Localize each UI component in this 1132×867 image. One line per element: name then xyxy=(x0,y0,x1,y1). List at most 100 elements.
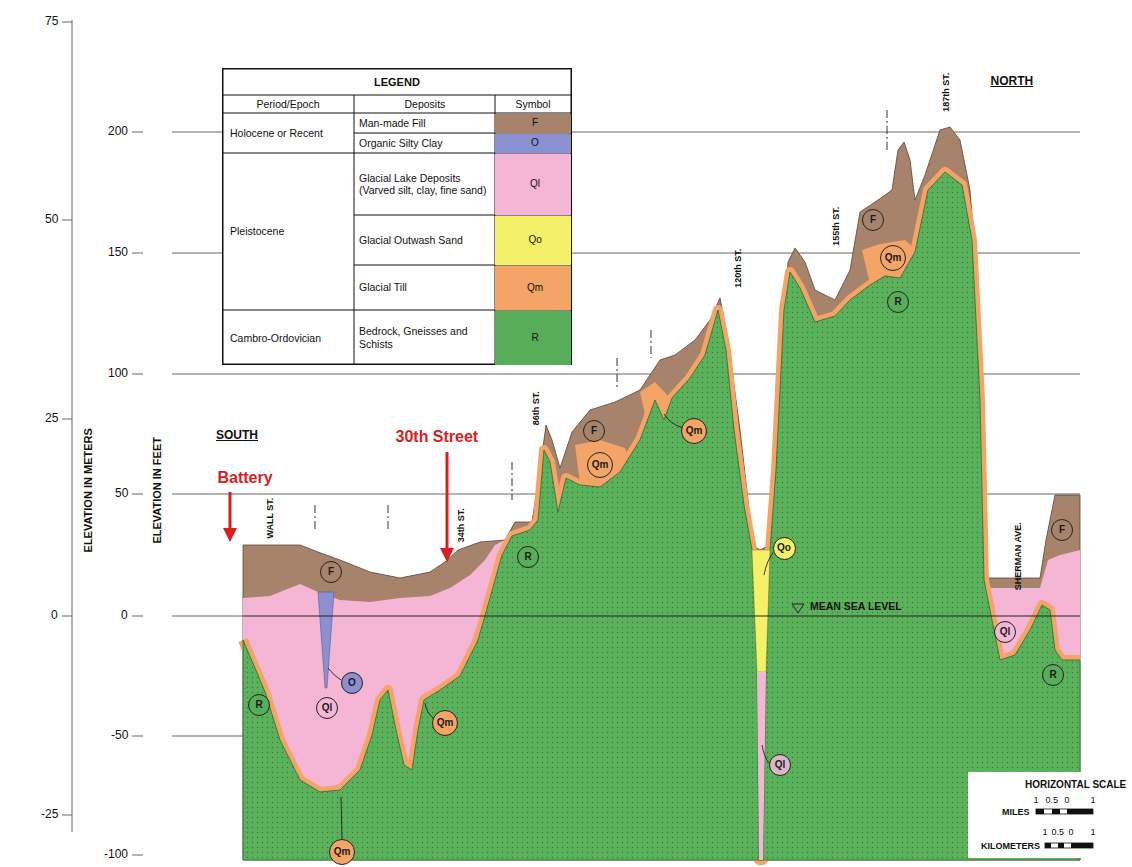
axis-tick-label: -25 xyxy=(41,808,58,822)
scale-number: 0 xyxy=(1069,827,1074,837)
axis-tick xyxy=(132,253,143,254)
column-heading: Symbol xyxy=(516,98,551,110)
period-name: Pleistocene xyxy=(230,225,284,237)
street-label: SHERMAN AVE. xyxy=(1013,522,1023,590)
callout-code: R xyxy=(1049,669,1056,681)
street-label: WALL ST. xyxy=(265,498,275,539)
leader-lines xyxy=(328,414,773,840)
callout-circle: R xyxy=(887,291,909,313)
arrow-shaft xyxy=(229,492,232,530)
leader-line xyxy=(764,553,773,575)
legend-text: Bedrock, Gneisses and Schists xyxy=(359,325,491,349)
axis-tick-label: 200 xyxy=(108,125,128,139)
callout-circle: Qm xyxy=(329,839,355,865)
axis-tick xyxy=(62,220,72,221)
sea-level-line xyxy=(243,616,1080,617)
callout-circle: R xyxy=(248,694,270,716)
axis-tick xyxy=(132,855,143,856)
scale-number: 1 xyxy=(1034,795,1039,805)
axis-tick xyxy=(62,616,72,617)
axis-tick xyxy=(132,616,143,617)
axis-tick-label: 75 xyxy=(45,15,58,29)
street-tick xyxy=(512,462,513,500)
scale-number: 1 xyxy=(1043,827,1048,837)
column-heading: Period/Epoch xyxy=(257,98,320,110)
axis-tick-label: 0 xyxy=(121,609,128,623)
callout-circle: Qm xyxy=(681,418,707,444)
location-label: 30th Street xyxy=(396,428,479,446)
axis-tick xyxy=(132,374,143,375)
axis-title: ELEVATION IN METERS xyxy=(82,428,95,552)
scale-bars xyxy=(968,772,1130,858)
axis-tick-label: -50 xyxy=(111,729,128,743)
street-label: 120th ST. xyxy=(733,249,743,288)
leader-line xyxy=(762,745,769,763)
legend-text: Organic Silty Clay xyxy=(359,137,491,149)
symbol-code: O xyxy=(531,137,539,149)
period-name: Cambro-Ordovician xyxy=(230,332,348,344)
organic-clay xyxy=(318,592,334,688)
axis-tick-label: 150 xyxy=(108,246,128,260)
callout-code: R xyxy=(255,699,262,711)
scale-number: 0.5 xyxy=(1046,795,1059,805)
symbol-code: Qm xyxy=(527,282,543,294)
callout-circle: F xyxy=(583,420,605,442)
leader-line xyxy=(341,797,342,840)
scale-segment xyxy=(1058,843,1064,848)
symbol-code: F xyxy=(532,117,538,129)
scale-unit: MILES xyxy=(1002,807,1030,817)
callout-code: F xyxy=(870,214,876,226)
axis-tick-label: 100 xyxy=(108,367,128,381)
callout-code: Qm xyxy=(334,846,351,858)
callout-code: Qm xyxy=(437,717,454,729)
callout-circle: F xyxy=(320,561,342,583)
callout-circle: Qm xyxy=(432,710,458,736)
symbol-code: Ql xyxy=(530,178,540,190)
table-rule xyxy=(354,95,355,365)
street-tick xyxy=(388,505,389,532)
callout-circle: Qm xyxy=(587,452,613,478)
callout-code: Ql xyxy=(322,702,333,714)
axis-tick xyxy=(132,736,143,737)
axis-tick xyxy=(132,494,143,495)
outwash-sand xyxy=(752,550,770,672)
axis-tick-label: 50 xyxy=(45,213,58,227)
scale-segment xyxy=(1036,809,1044,814)
scale-segment xyxy=(1052,809,1060,814)
axis-tick xyxy=(62,419,72,420)
street-tick xyxy=(887,110,888,150)
street-tick xyxy=(617,358,618,390)
scale-title: HORIZONTAL SCALE xyxy=(1025,779,1126,791)
callout-code: F xyxy=(328,566,334,578)
scale-number: 0 xyxy=(1065,795,1070,805)
callout-code: O xyxy=(348,677,356,689)
street-label: 34th ST. xyxy=(456,508,466,542)
direction-label: SOUTH xyxy=(216,429,258,443)
callout-circle: R xyxy=(1042,664,1064,686)
street-label: 86th ST. xyxy=(531,391,541,425)
callout-code: F xyxy=(1059,524,1065,536)
callout-code: Qm xyxy=(885,252,902,264)
street-tick xyxy=(651,330,652,358)
axis-tick-label: 50 xyxy=(115,487,128,501)
axis-tick-label: 25 xyxy=(45,412,58,426)
scale-segment xyxy=(1045,843,1051,848)
legend-text: Glacial Till xyxy=(359,281,491,293)
callout-code: Ql xyxy=(1000,626,1011,638)
location-label: Battery xyxy=(218,469,273,487)
callout-circle: R xyxy=(517,546,539,568)
legend-border xyxy=(223,69,572,365)
column-heading: Deposits xyxy=(405,98,446,110)
street-tick xyxy=(315,505,316,532)
scale-bar xyxy=(1045,843,1093,848)
legend-text: Glacial Lake Deposits (Varved silt, clay… xyxy=(359,172,491,196)
callout-code: Qm xyxy=(686,425,703,437)
symbol-code: R xyxy=(532,332,539,344)
callout-code: R xyxy=(894,296,901,308)
axis-tick-label: -100 xyxy=(104,848,128,862)
symbol-code: Qo xyxy=(529,234,542,246)
callout-circle: Qm xyxy=(880,245,906,271)
scale-segment xyxy=(1071,843,1093,848)
axis-tick xyxy=(132,132,143,133)
